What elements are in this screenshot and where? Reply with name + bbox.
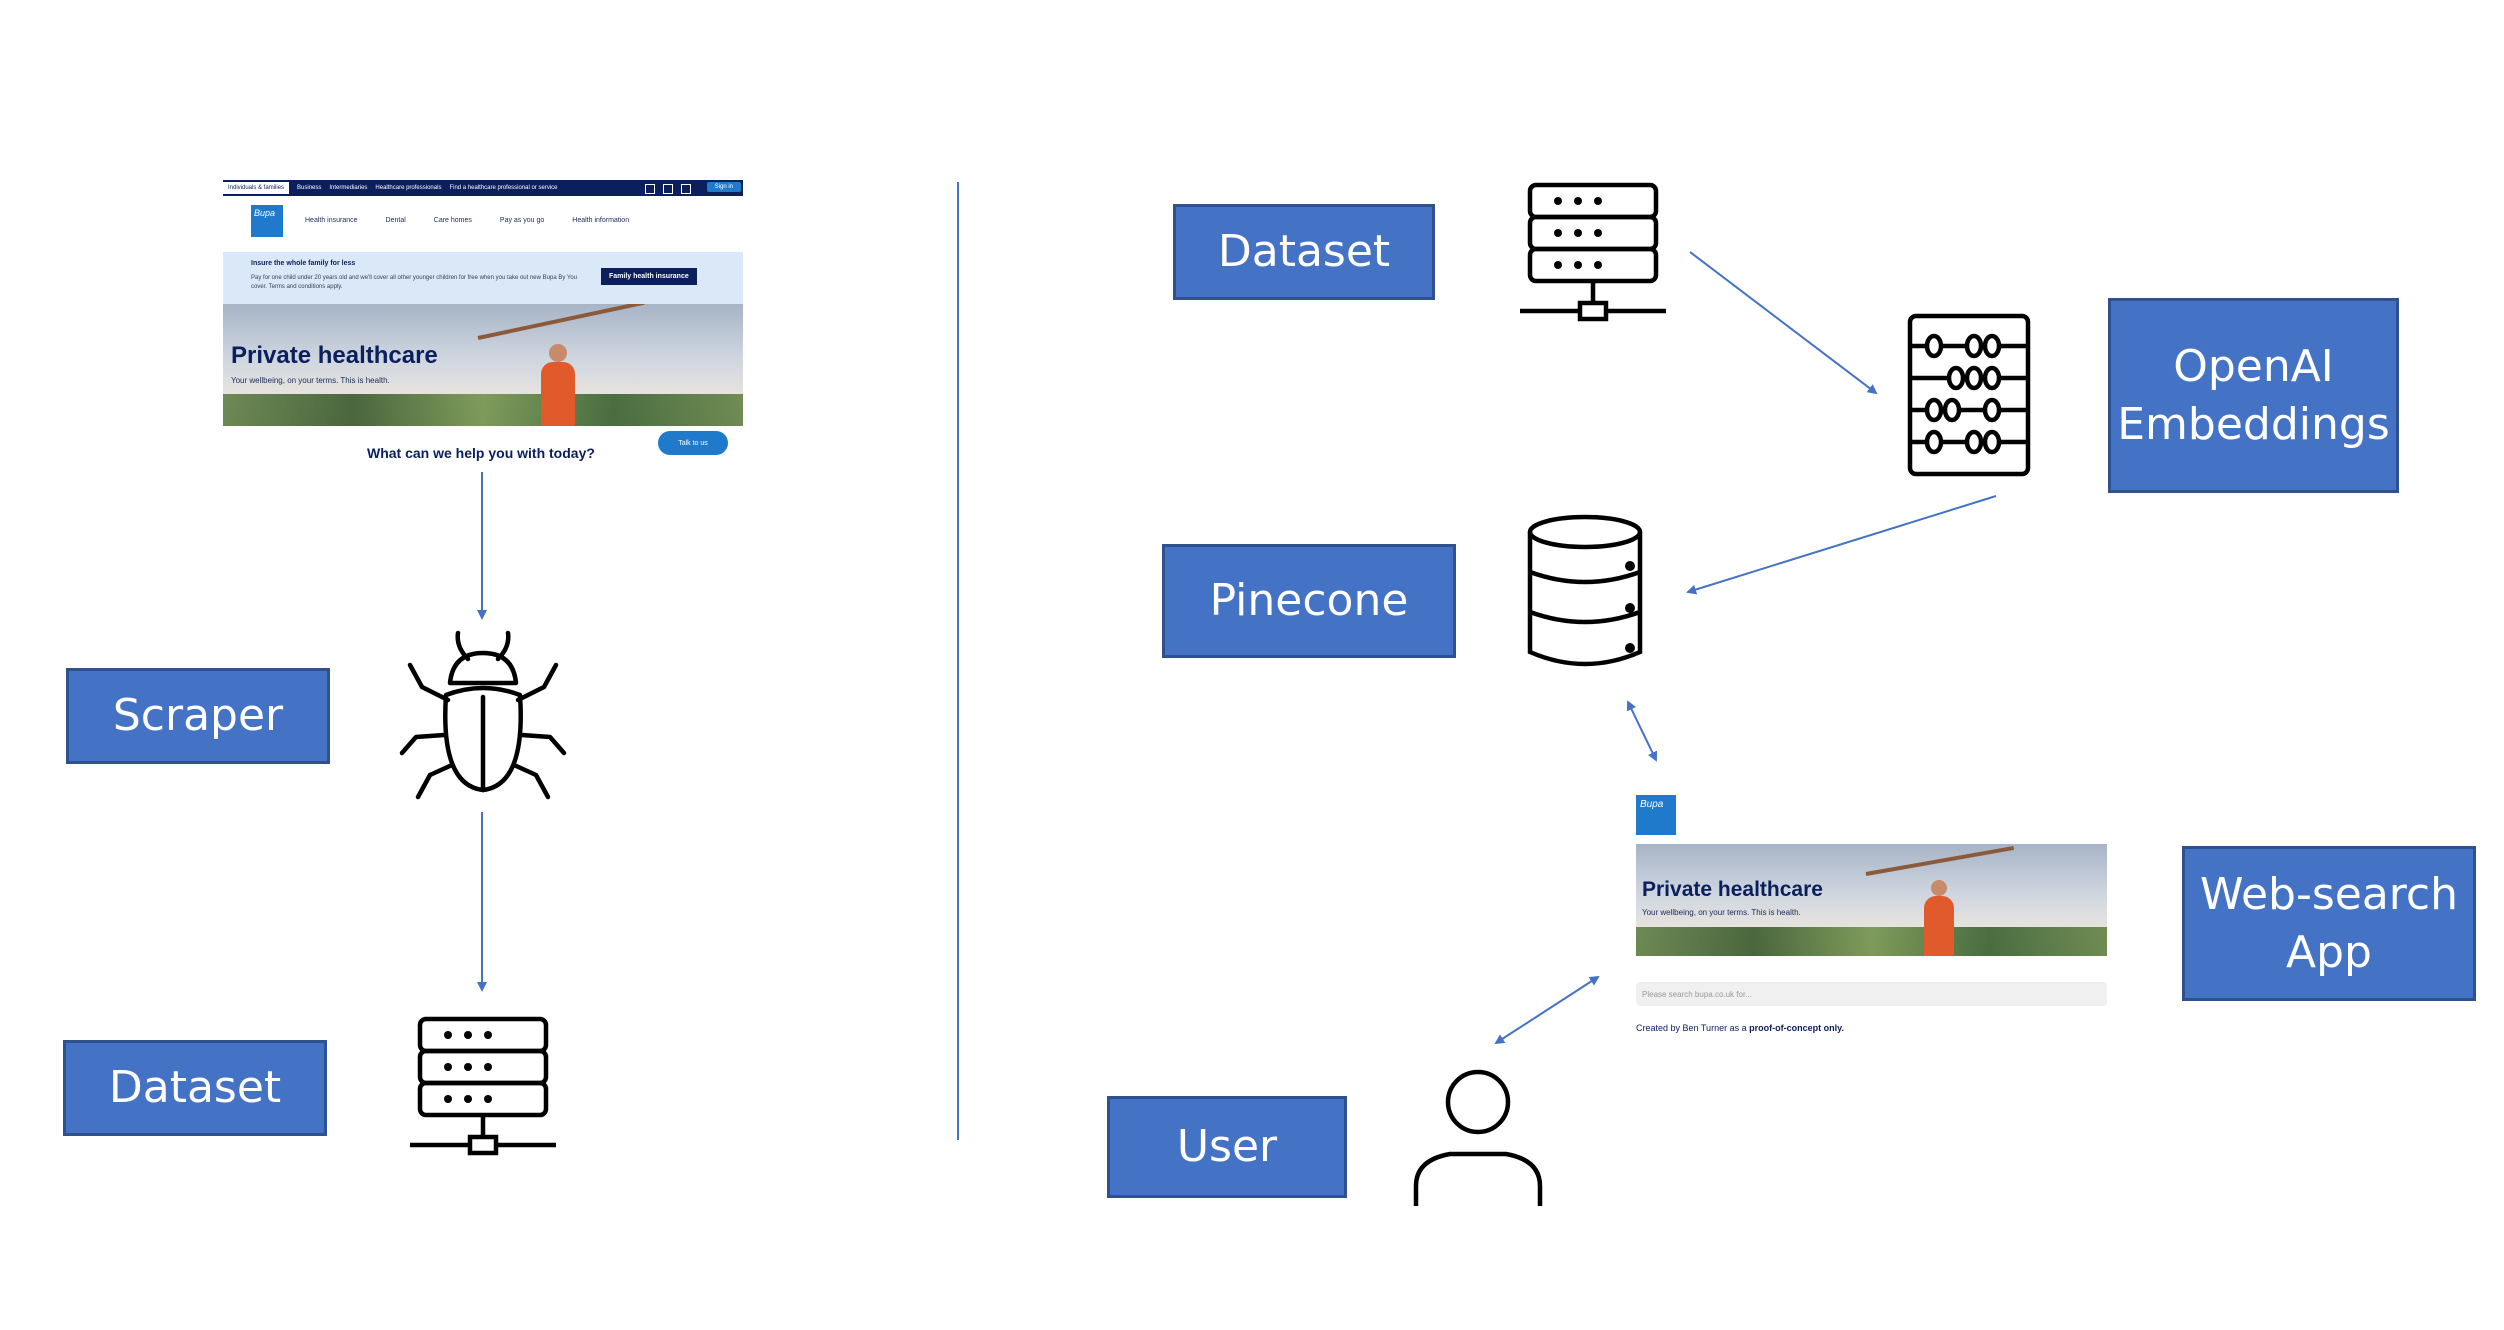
- hero-image: Private healthcare Your wellbeing, on yo…: [1636, 844, 2107, 956]
- phone-icon[interactable]: [663, 184, 673, 194]
- main-nav-item[interactable]: Health insurance: [305, 217, 358, 224]
- bupa-logo: Bupa: [1636, 795, 1676, 835]
- openai-embeddings-label: OpenAI Embeddings: [2108, 298, 2399, 493]
- search-input[interactable]: Please search bupa.co.uk for...: [1636, 982, 2107, 1006]
- arrow-pinecone-app: [1626, 700, 1658, 762]
- hero-subtitle: Your wellbeing, on your terms. This is h…: [231, 376, 390, 385]
- scraper-label: Scraper: [66, 668, 330, 764]
- top-nav-item[interactable]: Healthcare professionals: [375, 185, 442, 191]
- hero-title: Private healthcare: [231, 342, 438, 369]
- website-screenshot: Individuals & families Business Intermed…: [223, 180, 743, 470]
- hero-subtitle: Your wellbeing, on your terms. This is h…: [1642, 908, 1801, 917]
- family-insurance-button[interactable]: Family health insurance: [601, 268, 697, 285]
- site-main-nav: Health insurance Dental Care homes Pay a…: [305, 217, 629, 224]
- main-nav-item[interactable]: Dental: [385, 217, 406, 224]
- banner-text: Pay for one child under 20 years old and…: [251, 275, 578, 290]
- sign-in-button[interactable]: Sign in: [706, 182, 741, 192]
- dataset-label-right: Dataset: [1173, 204, 1435, 300]
- web-search-app-label: Web-search App: [2182, 846, 2476, 1001]
- help-question: What can we help you with today?: [367, 445, 595, 461]
- dataset-label-left: Dataset: [63, 1040, 327, 1136]
- top-nav-item[interactable]: Business: [297, 185, 322, 191]
- site-top-nav: Individuals & families Business Intermed…: [223, 180, 743, 196]
- server-icon: [1520, 182, 1666, 322]
- server-icon: [410, 1016, 556, 1156]
- main-nav-item[interactable]: Care homes: [433, 217, 472, 224]
- user-icon: [1413, 1069, 1543, 1206]
- hero-image: Private healthcare Your wellbeing, on yo…: [223, 304, 743, 426]
- bupa-logo[interactable]: Bupa: [251, 205, 283, 237]
- arrow-embeddings-to-pinecone: [1686, 495, 1997, 595]
- banner-title: Insure the whole family for less: [251, 260, 356, 267]
- search-icon[interactable]: [681, 184, 691, 194]
- database-icon: [1527, 514, 1643, 667]
- main-nav-item[interactable]: Pay as you go: [499, 217, 545, 224]
- hero-title: Private healthcare: [1642, 878, 1823, 901]
- abacus-icon: [1907, 313, 2031, 477]
- arrow-dataset-to-embeddings: [1689, 251, 1878, 395]
- arrow-user-app: [1494, 975, 1600, 1045]
- bug-icon: [399, 630, 567, 800]
- top-nav-item[interactable]: Intermediaries: [329, 185, 368, 191]
- top-nav-item[interactable]: Individuals & families: [223, 182, 290, 194]
- help-icon[interactable]: [645, 184, 655, 194]
- pinecone-label: Pinecone: [1162, 544, 1456, 658]
- credit-line: Created by Ben Turner as a proof-of-conc…: [1636, 1023, 1844, 1033]
- top-nav-item[interactable]: Find a healthcare professional or servic…: [449, 185, 558, 191]
- talk-to-us-button[interactable]: Talk to us: [658, 431, 728, 455]
- web-search-app-screenshot: Bupa Private healthcare Your wellbeing, …: [1636, 792, 2116, 1042]
- promo-banner: Insure the whole family for less Pay for…: [223, 252, 743, 304]
- main-nav-item[interactable]: Health information: [572, 217, 630, 224]
- user-label: User: [1107, 1096, 1347, 1198]
